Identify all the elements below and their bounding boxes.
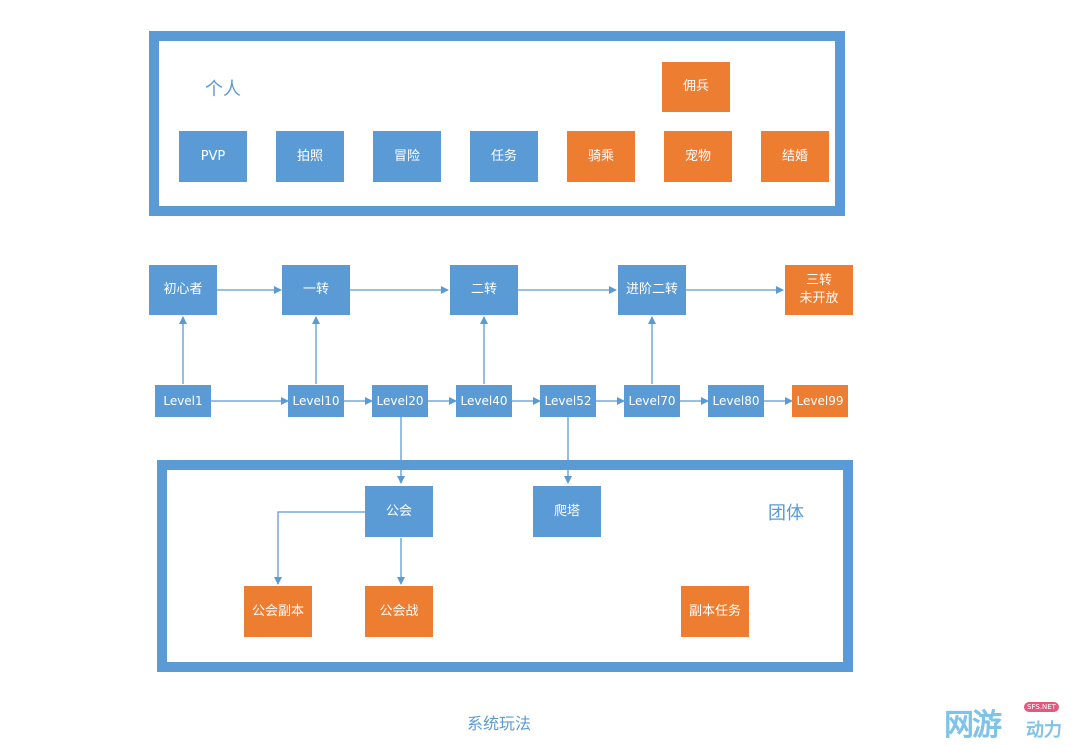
watermark-sub-text: 动力 <box>1026 720 1062 741</box>
guild-dungeon-box: 公会副本 <box>244 586 312 637</box>
job-first-class-box: 一转 <box>282 265 350 315</box>
job-third-class-box: 三转 未开放 <box>785 265 853 315</box>
job-advanced-second-box: 进阶二转 <box>618 265 686 315</box>
level-10-box: Level10 <box>288 385 344 417</box>
adventure-box: 冒险 <box>373 131 441 182</box>
site-watermark-logo: 网游 SFS.NET 动力 <box>944 700 1070 743</box>
arrow-guild-to-guild-dungeon <box>274 511 365 585</box>
mercenary-box: 佣兵 <box>662 62 730 112</box>
guild-box: 公会 <box>365 486 433 537</box>
dungeon-quest-box: 副本任务 <box>681 586 749 637</box>
level-1-box: Level1 <box>155 385 211 417</box>
level-99-box: Level99 <box>792 385 848 417</box>
tower-box: 爬塔 <box>533 486 601 537</box>
job-novice-box: 初心者 <box>149 265 217 315</box>
level-20-box: Level20 <box>372 385 428 417</box>
marriage-box: 结婚 <box>761 131 829 182</box>
pvp-box: PVP <box>179 131 247 182</box>
job-second-class-box: 二转 <box>450 265 518 315</box>
photo-box: 拍照 <box>276 131 344 182</box>
watermark-main-text: 网游 <box>944 708 1002 743</box>
quest-box: 任务 <box>470 131 538 182</box>
mount-box: 骑乘 <box>567 131 635 182</box>
guild-war-box: 公会战 <box>365 586 433 637</box>
team-group-label: 团体 <box>768 503 804 524</box>
level-70-box: Level70 <box>624 385 680 417</box>
pet-box: 宠物 <box>664 131 732 182</box>
individual-group-label: 个人 <box>205 79 241 100</box>
level-52-box: Level52 <box>540 385 596 417</box>
individual-group-frame <box>149 31 845 216</box>
level-80-box: Level80 <box>708 385 764 417</box>
level-40-box: Level40 <box>456 385 512 417</box>
diagram-caption: 系统玩法 <box>467 714 532 733</box>
watermark-badge: SFS.NET <box>1024 702 1059 712</box>
